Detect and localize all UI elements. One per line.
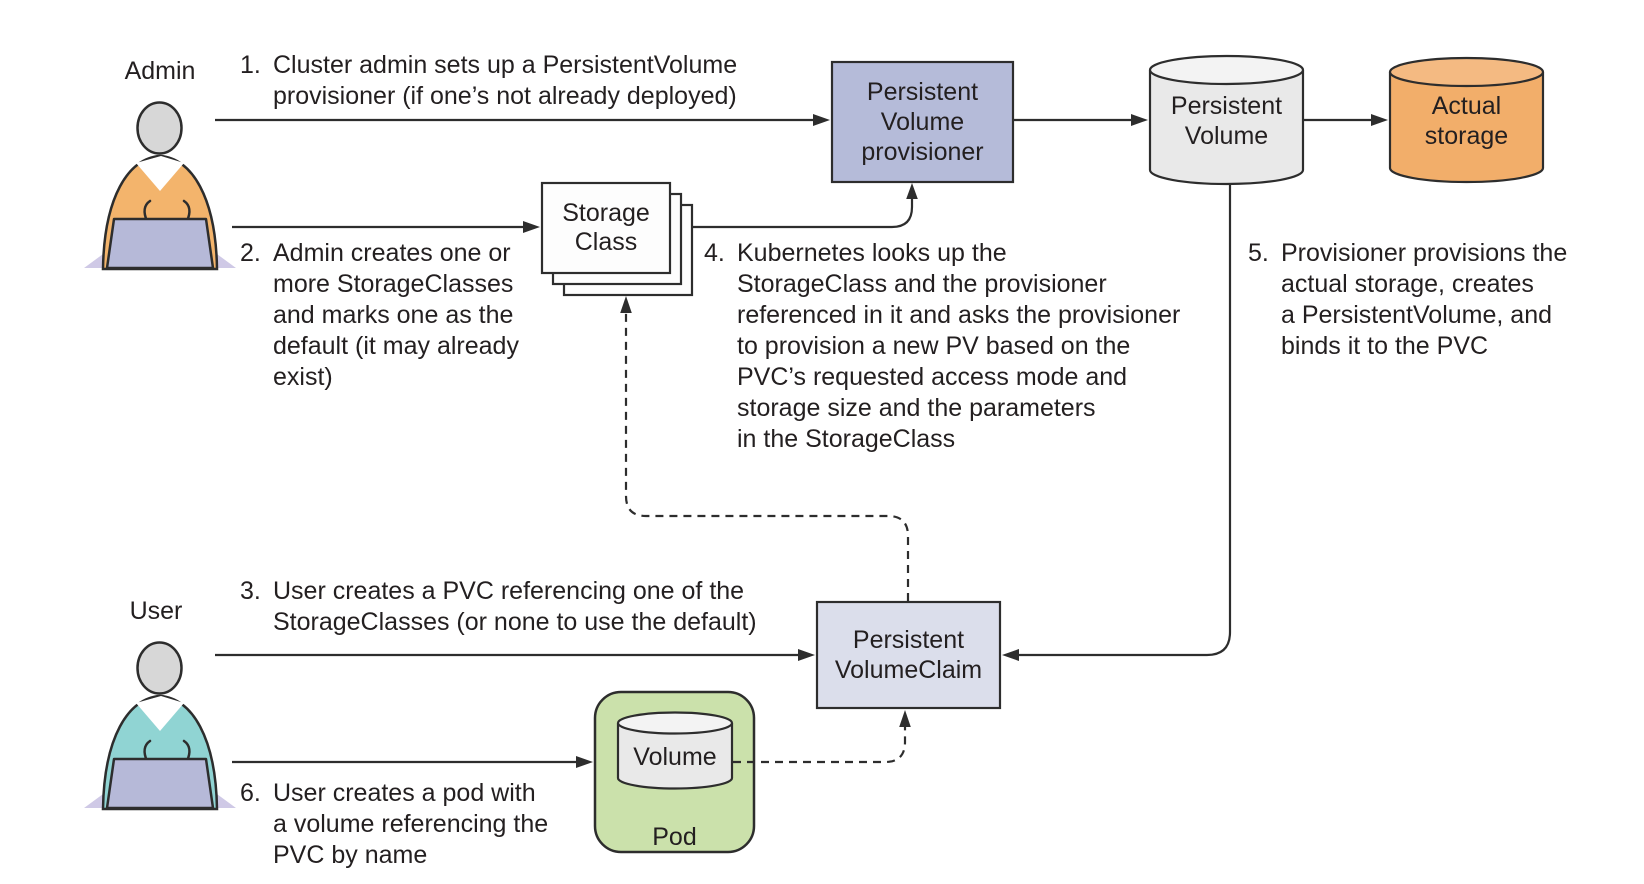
arrowhead-provisioner-to-pv: [1131, 114, 1148, 126]
storage-class-sheet-front: [540, 181, 672, 275]
step-2-number: 2.: [240, 239, 261, 267]
arrowhead-step1: [813, 114, 830, 126]
step-6: 6. User creates a pod with a volume refe…: [240, 778, 548, 871]
step-2: 2. Admin creates one or more StorageClas…: [240, 238, 519, 393]
arrow-pv-to-pvc-line: [1019, 184, 1232, 657]
persistent-volume-claim-box: [815, 600, 1002, 710]
arrowheads: [523, 114, 1388, 768]
admin-laptop: [105, 217, 215, 270]
user-label: User: [129, 597, 183, 625]
arrowhead-pv-to-storage: [1371, 114, 1388, 126]
user-head: [136, 641, 183, 695]
actual-storage-cylinder: [1388, 56, 1545, 184]
arrowhead-pv-to-pvc: [1002, 649, 1019, 661]
volume-cylinder: [616, 711, 734, 790]
admin-collar: [136, 156, 184, 191]
admin-label: Admin: [124, 57, 196, 85]
dashed-volume-to-pvc-line: [733, 727, 907, 764]
arrowhead-step6: [576, 756, 593, 768]
arrowhead-step3: [798, 649, 815, 661]
arrowhead-volume-to-pvc: [899, 710, 911, 727]
step-4: 4. Kubernetes looks up the StorageClass …: [704, 238, 1180, 455]
user-laptop: [105, 757, 215, 810]
step-3-number: 3.: [240, 577, 261, 605]
step-5-text: Provisioner provisions the actual storag…: [1281, 239, 1568, 360]
connectors: [215, 118, 1371, 764]
arrowhead-pvc-to-storageclass: [620, 296, 632, 313]
arrowhead-storageclass-to-provisioner: [906, 183, 918, 199]
volume-cylinder-body: [616, 723, 734, 790]
step-1-text: Cluster admin sets up a PersistentVolume…: [273, 51, 738, 110]
admin-head: [136, 101, 183, 155]
step-6-text: User creates a pod with a volume referen…: [273, 779, 549, 869]
step-5: 5. Provisioner provisions the actual sto…: [1248, 238, 1567, 362]
step-5-number: 5.: [1248, 239, 1269, 267]
step-4-number: 4.: [704, 239, 725, 267]
storage-cylinder-top: [1388, 56, 1545, 88]
step-6-number: 6.: [240, 779, 261, 807]
pv-cylinder-top: [1148, 54, 1305, 86]
volume-cylinder-top: [616, 711, 734, 735]
step-1: 1. Cluster admin sets up a PersistentVol…: [240, 50, 737, 112]
persistent-volume-cylinder: [1148, 54, 1305, 186]
arrowhead-step2: [523, 221, 540, 233]
step-3: 3. User creates a PVC referencing one of…: [240, 576, 757, 638]
storage-class-stack: [540, 181, 694, 297]
arrow-storageclass-to-provisioner-line: [670, 199, 914, 229]
step-1-number: 1.: [240, 51, 261, 79]
user-collar: [136, 696, 184, 731]
step-2-text: Admin creates one or more StorageClasses…: [273, 239, 519, 391]
step-4-text: Kubernetes looks up the StorageClass and…: [737, 239, 1181, 453]
pv-cylinder-body: [1148, 70, 1305, 186]
step-3-text: User creates a PVC referencing one of th…: [273, 577, 757, 636]
user-figure: [84, 641, 236, 811]
admin-figure: [84, 101, 236, 271]
persistent-volume-provisioner-box: [830, 60, 1015, 184]
dashed-pvc-to-storageclass-line: [624, 313, 910, 601]
storage-cylinder-body: [1388, 72, 1545, 184]
